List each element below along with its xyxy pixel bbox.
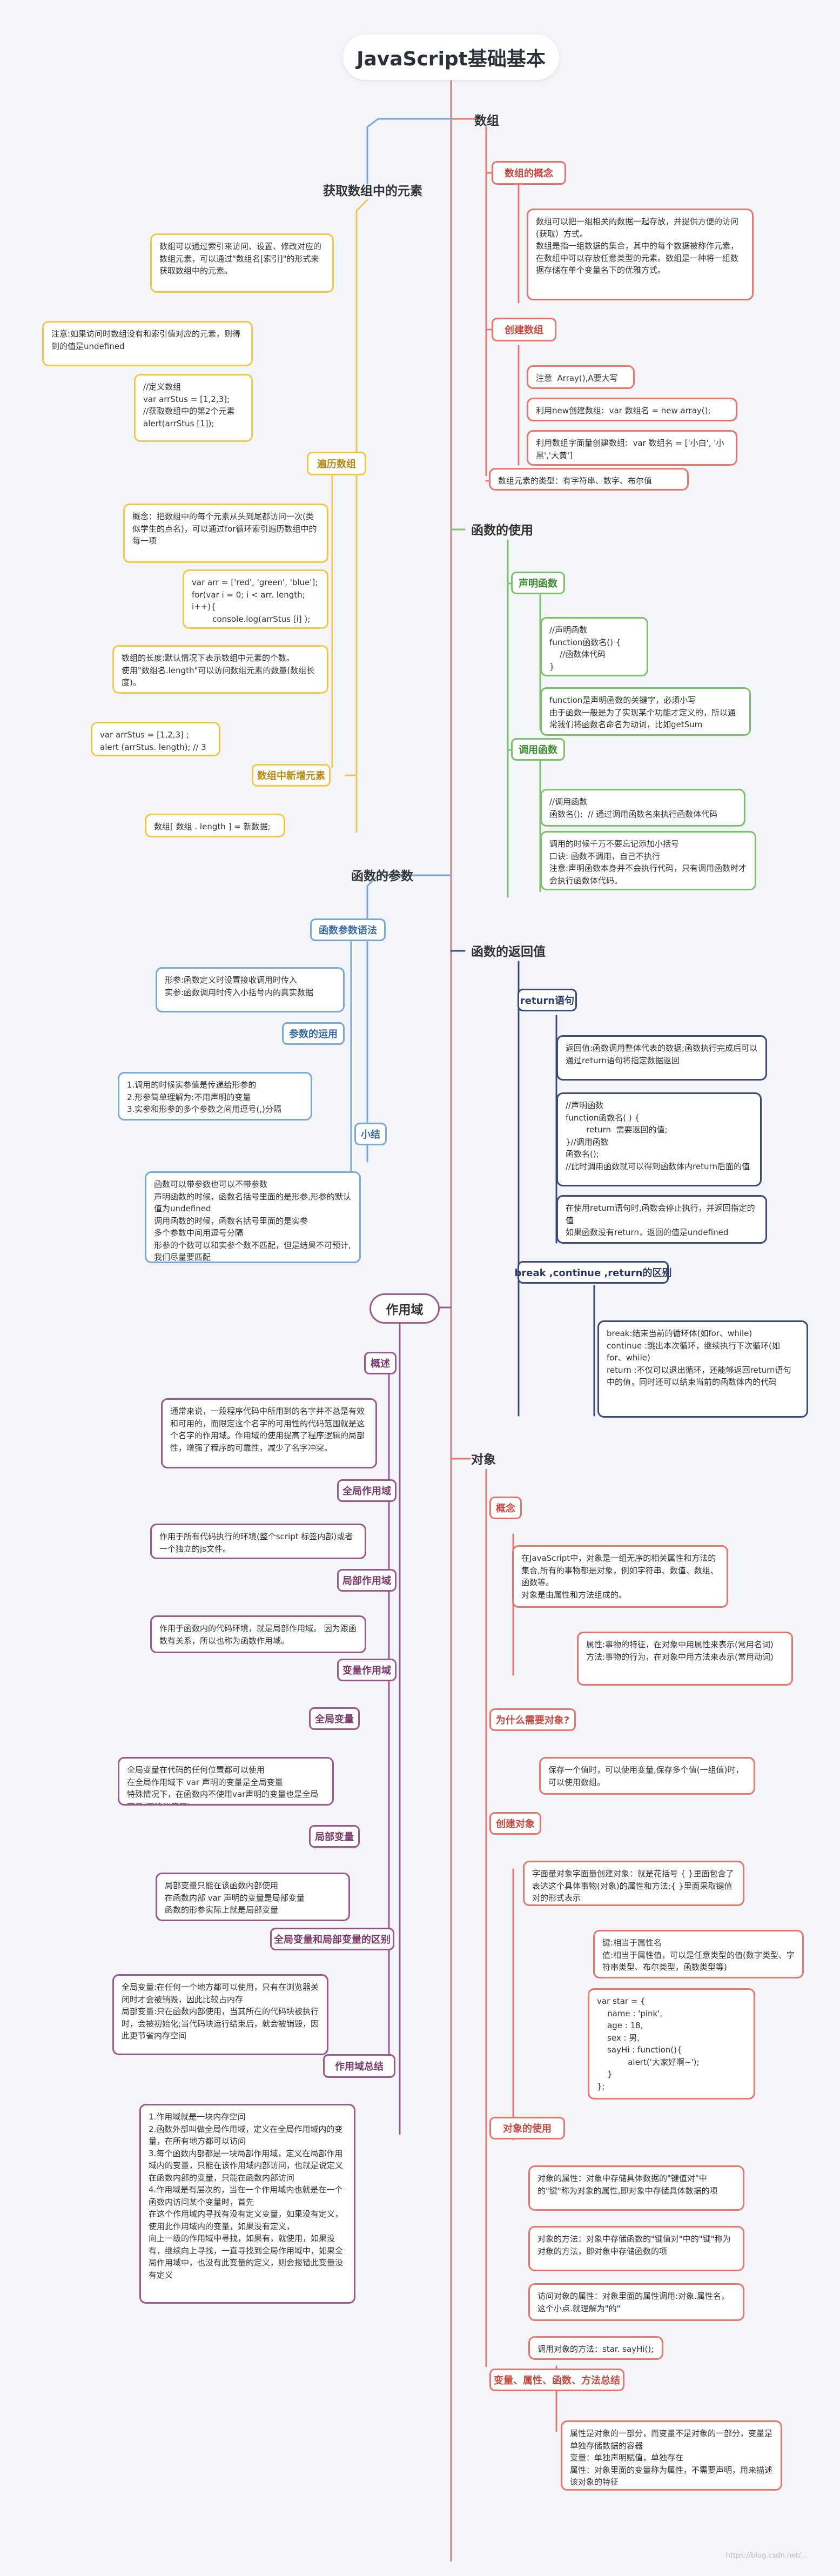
params-syntax-tag: 函数参数语法 xyxy=(310,918,386,941)
array-concept-tag: 数组的概念 xyxy=(492,161,566,185)
local-scope-text: 作用于函数内的代码环境，就是局部作用域。 因为跟函数有关系，所以也称为函数作用域… xyxy=(150,1615,366,1653)
params-summary-text: 函数可以带参数也可以不带参数 声明函数的时候，函数名括号里面的是形参,形参的默认… xyxy=(145,1171,361,1263)
declare-function-code: //声明函数 function函数名() { //函数体代码 } xyxy=(540,617,648,676)
traverse-tag: 遍历数组 xyxy=(307,452,366,475)
params-summary-tag: 小结 xyxy=(354,1123,387,1145)
object-concept-tag: 概念 xyxy=(489,1497,522,1519)
local-variable-tag: 局部变量 xyxy=(309,1825,360,1848)
scope-summary-text: 1.作用域就是一块内存空间 2.函数外部叫做全局作用域，定义在全局作用域内的变量… xyxy=(139,2104,355,2304)
local-scope-tag: 局部作用域 xyxy=(337,1569,397,1592)
branch-scope: 作用域 xyxy=(369,1293,440,1324)
branch-array: 数组 xyxy=(474,114,499,128)
branch-function-use: 函数的使用 xyxy=(471,524,533,538)
array-create-note-1: 注意 Array(),A要大写 xyxy=(527,365,635,389)
object-use-tag: 对象的使用 xyxy=(489,2117,565,2139)
key-value-text: 键:相当于属性名 值:相当于属性值，可以是任意类型的值(数字类型、字符串类型、布… xyxy=(593,1930,804,1978)
get-index-text: 数组可以通过索引来访问、设置、修改对应的数组元素，可以通过"数组名[索引]"的形… xyxy=(150,233,334,293)
object-use-property: 对象的属性：对象中存储具体数据的"键值对"中的"键"称为对象的属性,即对象中存储… xyxy=(528,2165,744,2211)
array-length-text: 数组的长度:默认情况下表示数组中元素的个数。 使用"数组名.length"可以访… xyxy=(112,645,328,694)
declare-function-tag: 声明函数 xyxy=(511,572,565,594)
object-property-text: 属性:事物的特征，在对象中用属性来表示(常用名词) 方法:事物的行为，在对象中用… xyxy=(577,1632,793,1686)
array-concept-text: 数组可以把一组相关的数据一起存放，并提供方便的访问(获取）方式。 数组是指一组数… xyxy=(527,209,754,300)
object-concept-text: 在JavaScript中，对象是一组无序的相关属性和方法的集合,所有的事物都是对… xyxy=(512,1545,728,1608)
call-function-text: 调用的时候千万不要忘记添加小括号 口诀: 函数不调用，自己不执行 注意:声明函数… xyxy=(540,831,756,890)
why-object-text: 保存一个值时，可以使用变量,保存多个值(一组值)时，可以使用数组。 xyxy=(539,1757,755,1795)
get-code: //定义数组 var arrStus = [1,2,3]; //获取数组中的第2… xyxy=(134,374,253,442)
compare-summary-text: 属性是对象的一部分，而变量不是对象的一部分，变量是单独存储数据的容器 变量：单独… xyxy=(561,2420,782,2491)
branch-object: 对象 xyxy=(471,1453,496,1467)
create-object-text: 字面量对象字面量创建对象：就是花括号 { }里面包含了表达这个具体事物(对象)的… xyxy=(523,1861,744,1906)
scope-overview-text: 通常来说，一段程序代码中所用到的名字并不总是有效和可用的，而限定这个名字的可用性… xyxy=(161,1398,377,1468)
variable-diff-tag: 全局变量和局部变量的区别 xyxy=(270,1928,394,1950)
compare-summary-tag: 变量、属性、函数、方法总结 xyxy=(489,2369,624,2391)
call-function-code: //调用函数 函数名(); // 通过调用函数名来执行函数体代码 xyxy=(540,789,745,827)
array-element-types: 数组元素的类型：有字符串、数字、布尔值 xyxy=(489,468,689,491)
watermark: https://blog.csdn.net/... xyxy=(725,2552,808,2560)
array-create-note-2: 利用new创建数组: var 数组名 = new array(); xyxy=(527,398,737,421)
global-scope-text: 作用于所有代码执行的环境(整个script 标签内部)或者一个独立的js文件。 xyxy=(150,1524,366,1559)
array-length-code: var arrStus = [1,2,3] ; alert (arrStus. … xyxy=(91,722,220,756)
why-object-tag: 为什么需要对象? xyxy=(489,1708,576,1731)
local-variable-text: 局部变量只能在该函数内部使用 在函数内部 var 声明的变量是局部变量 函数的形… xyxy=(156,1873,350,1921)
global-variable-text: 全局变量在代码的任何位置都可以使用 在全局作用域下 var 声明的变量是全局变量… xyxy=(118,1757,334,1806)
params-usage-tag: 参数的运用 xyxy=(282,1022,345,1045)
return-code: //声明函数 function函数名( ) { return 需要返回的值; }… xyxy=(556,1092,762,1186)
create-object-code: var star = { name : 'pink', age : 18, se… xyxy=(588,1988,755,2099)
branch-function-return: 函数的返回值 xyxy=(471,945,546,959)
return-statement-tag: return语句 xyxy=(518,989,577,1011)
object-use-access: 访问对象的属性：对象里面的属性调用:对象.属性名，这个小点.就理解为"的" xyxy=(528,2283,744,2321)
array-add-code: 数组[ 数组 . length ] = 新数据; xyxy=(145,814,285,837)
array-create-note-3: 利用数组字面量创建数组: var 数组名 = ['小白', '小黑','大黄'] xyxy=(527,430,737,466)
break-continue-return-text: break:结束当前的循环体(如for、while) continue :跳出本… xyxy=(597,1320,808,1418)
scope-overview-tag: 概述 xyxy=(364,1352,397,1374)
mindmap-title: JavaScript基础基本 xyxy=(343,35,559,80)
branch-get-elements: 获取数组中的元素 xyxy=(323,184,422,198)
traverse-concept: 概念：把数组中的每个元素从头到尾都访问一次(类似学生的点名)，可以通过for循环… xyxy=(123,504,328,563)
declare-function-text: function是声明函数的关键字，必须小写 由于函数一般是为了实现某个功能才定… xyxy=(540,687,751,736)
params-usage-text: 1.调用的时候实参值是传递给形参的 2.形参简单理解为:不用声明的变量 3.实参… xyxy=(118,1072,312,1121)
params-syntax-text: 形参:函数定义时设置接收调用时传入 实参:函数调用时传入小括号内的真实数据 xyxy=(156,967,345,1012)
break-continue-return-tag: break ,continue ,return的区别 xyxy=(515,1261,671,1284)
global-variable-tag: 全局变量 xyxy=(309,1707,360,1730)
array-add-tag: 数组中新增元素 xyxy=(252,764,331,787)
object-use-method: 对象的方法：对象中存储函数的"键值对"中的"键"称为对象的方法，即对象中存储函数… xyxy=(528,2226,744,2271)
global-scope-tag: 全局作用域 xyxy=(337,1479,397,1502)
object-use-call: 调用对象的方法：star. sayHi(); xyxy=(528,2336,663,2360)
create-object-tag: 创建对象 xyxy=(489,1812,541,1835)
traverse-code: var arr = ['red', 'green', 'blue']; for(… xyxy=(183,569,328,629)
return-text-2: 在使用return语句时,函数会停止执行，并返回指定的值 如果函数没有retur… xyxy=(556,1195,767,1244)
variable-scope-tag: 变量作用域 xyxy=(337,1659,397,1681)
branch-function-params: 函数的参数 xyxy=(351,869,413,883)
return-text-1: 返回值:函数调用整体代表的数据;函数执行完成后可以通过return语句将指定数据… xyxy=(556,1035,767,1081)
scope-summary-tag: 作用域总结 xyxy=(323,2054,395,2078)
call-function-tag: 调用函数 xyxy=(511,738,565,761)
get-warning-text: 注意:如果访问时数组没有和索引值对应的元素，则得到的值是undefined xyxy=(42,321,253,366)
array-create-tag: 创建数组 xyxy=(492,318,556,341)
variable-diff-text: 全局变量:在任何一个地方都可以使用，只有在浏览器关闭时才会被销毁，因此比较占内存… xyxy=(112,1974,328,2055)
